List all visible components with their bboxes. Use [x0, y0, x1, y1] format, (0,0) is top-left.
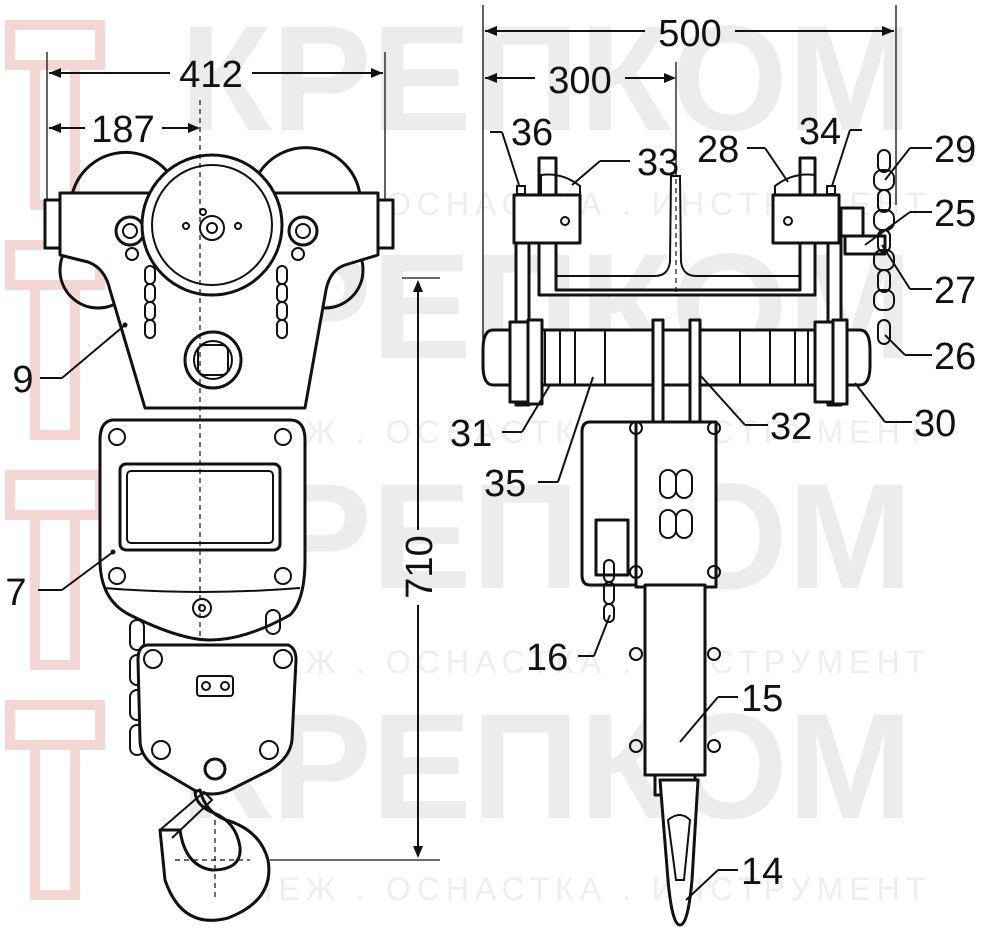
dim-300-label: 300	[548, 60, 611, 102]
dim-710-label: 710	[399, 535, 441, 598]
watermark-brand: КРЕПКОМ	[180, 682, 913, 850]
hook-block	[136, 643, 298, 796]
callout-7: 7	[5, 572, 26, 614]
callout-30: 30	[914, 403, 956, 445]
wheel-block-left	[512, 193, 582, 245]
hand-chain-wheel	[140, 153, 284, 297]
wheel-block-right	[771, 193, 841, 245]
callout-36: 36	[511, 112, 553, 154]
dim-187-label: 187	[91, 109, 154, 151]
callout-15: 15	[741, 678, 783, 720]
dim-412-label: 412	[179, 54, 242, 96]
dimension-710: 710	[270, 277, 441, 861]
callout-16: 16	[526, 637, 568, 679]
callout-25: 25	[934, 193, 976, 235]
callout-34: 34	[799, 111, 841, 153]
hook-side	[658, 778, 700, 927]
callout-26: 26	[934, 336, 976, 378]
callout-27: 27	[934, 270, 976, 312]
callout-leaders	[490, 129, 932, 901]
callout-32: 32	[770, 406, 812, 448]
watermark-logo-icon	[5, 20, 105, 900]
dimension-412: 412	[46, 52, 386, 205]
dimension-187: 187	[49, 109, 200, 151]
side-view: 500 300	[450, 5, 976, 927]
front-view: 412 187	[5, 52, 395, 922]
callout-35: 35	[484, 463, 526, 505]
dimension-300: 300	[485, 60, 677, 175]
trolley-side-plate	[58, 191, 380, 410]
callout-31: 31	[450, 413, 492, 455]
callout-14: 14	[741, 851, 783, 893]
cross-shaft	[481, 328, 872, 387]
dim-500-label: 500	[658, 13, 721, 55]
hook	[158, 788, 271, 922]
watermark-brand: КРЕПКОМ	[180, 0, 913, 162]
callout-28: 28	[697, 129, 739, 171]
callout-9: 9	[12, 359, 33, 401]
callout-29: 29	[934, 129, 976, 171]
dimension-500: 500	[482, 5, 897, 350]
watermark-tagline: КРЕПЕЖ . ОСНАСТКА . ИНСТРУМЕНТ	[170, 871, 931, 907]
callout-33: 33	[637, 142, 679, 184]
